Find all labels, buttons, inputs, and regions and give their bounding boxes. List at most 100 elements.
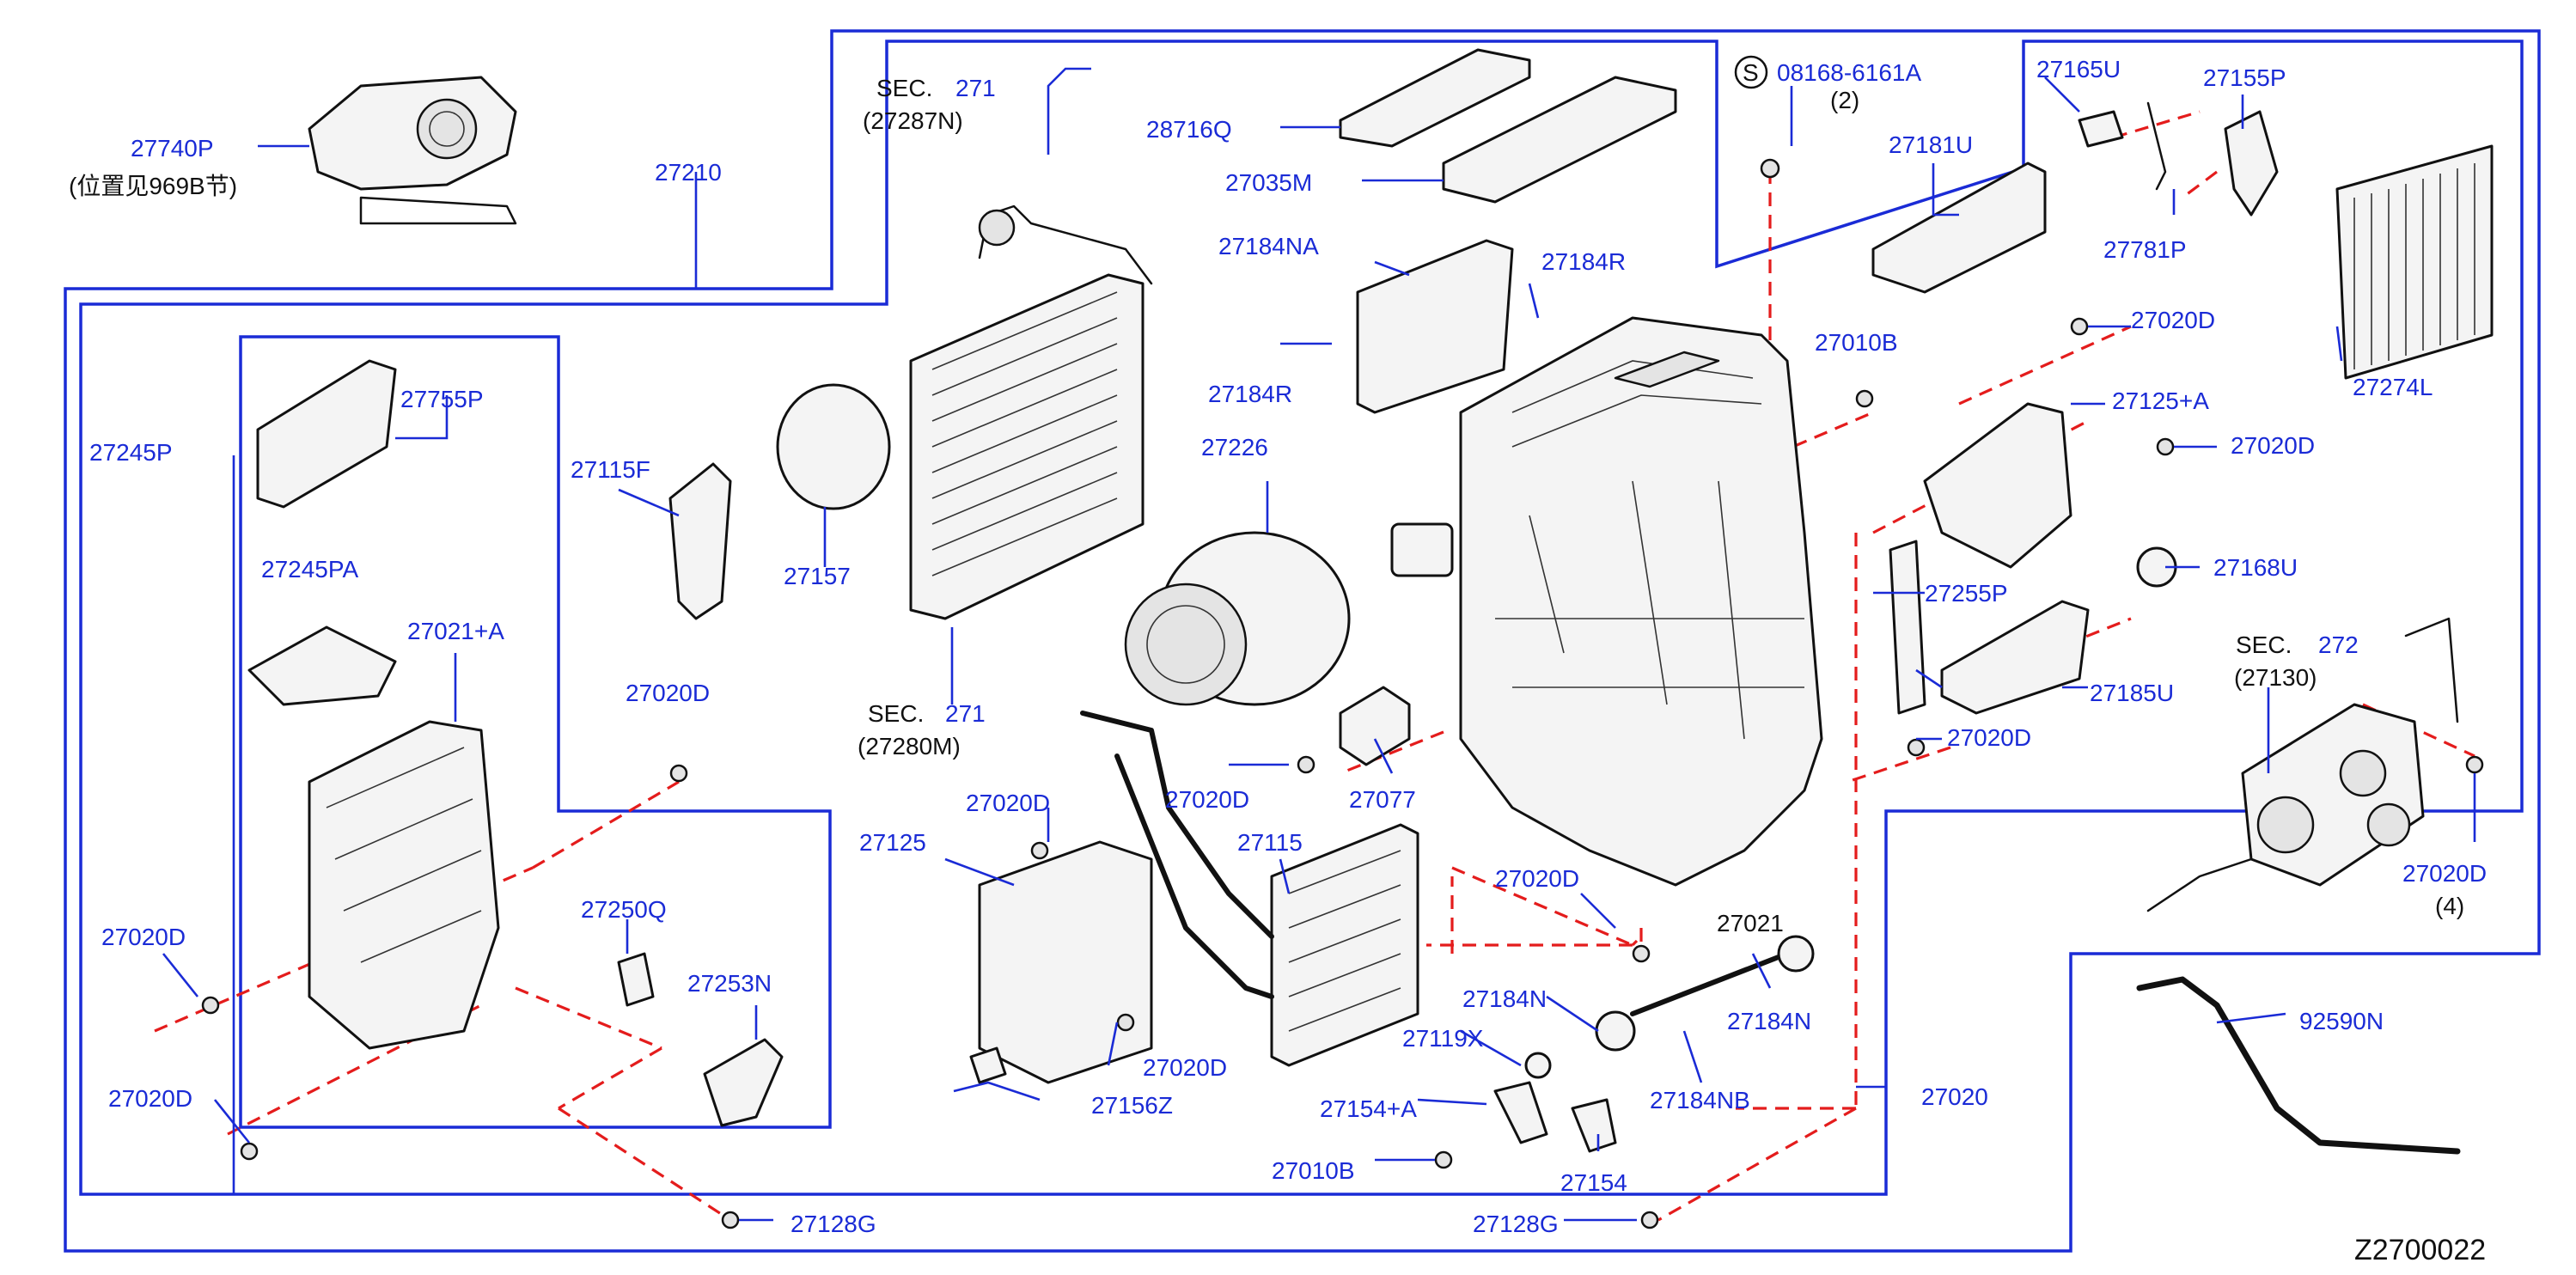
part-27157-art <box>776 383 891 510</box>
label-27154A: 27154+A <box>1320 1095 1417 1122</box>
label-27245P: 27245P <box>89 439 173 466</box>
screw-icons <box>201 158 2484 1229</box>
label-27210: 27210 <box>655 159 722 186</box>
label-27165U: 27165U <box>2036 56 2121 82</box>
label-27020D-l3: 27020D <box>108 1085 192 1112</box>
label-note-969B: (位置见969B节) <box>69 173 237 199</box>
label-sec271-bot-prefix: SEC. <box>868 700 924 727</box>
part-27274L-art <box>2335 144 2494 380</box>
label-27035M: 27035M <box>1225 169 1312 196</box>
part-art <box>201 48 2494 1229</box>
part-27165U-art <box>2078 110 2124 148</box>
label-28716Q: 28716Q <box>1146 116 1232 143</box>
label-27115F: 27115F <box>571 456 650 483</box>
part-27740P-art <box>308 76 517 225</box>
label-27154: 27154 <box>1560 1169 1627 1196</box>
label-27781P: 27781P <box>2103 236 2187 263</box>
label-27021: 27021 <box>1717 910 1784 936</box>
label-sec271-top-ref: (27287N) <box>863 107 963 134</box>
part-27115-pipes-art <box>1080 711 1274 999</box>
frame-27245P <box>239 335 832 1129</box>
leader-lines <box>162 67 2476 1222</box>
part-27155P-art <box>2224 110 2279 217</box>
label-27020D-rr: 27020D <box>2402 860 2487 887</box>
label-27157: 27157 <box>784 563 851 589</box>
label-sec271-bot-ref: (27280M) <box>858 733 961 760</box>
label-sec271-top-num: 271 <box>955 75 996 101</box>
label-27020: 27020 <box>1921 1083 1988 1110</box>
label-27128G-b: 27128G <box>1473 1211 1559 1237</box>
label-92590N: 92590N <box>2299 1008 2384 1034</box>
label-27021A: 27021+A <box>407 618 504 644</box>
label-27020D-c2: 27020D <box>1143 1054 1227 1081</box>
part-27021A-art <box>308 720 500 1050</box>
s-mark-circle <box>1734 55 1768 89</box>
part-labels: 27740P (位置见969B节) 27210 SEC. 271 (27287N… <box>69 55 2487 1266</box>
part-27035M-art <box>1442 76 1677 204</box>
part-heater-case-art <box>1459 316 1823 887</box>
label-27010B-a: 27010B <box>1815 329 1898 356</box>
part-27125A-art <box>1923 402 2072 569</box>
label-27253N: 27253N <box>687 970 772 997</box>
label-27077: 27077 <box>1349 786 1416 813</box>
label-27010B-b: 27010B <box>1272 1157 1355 1184</box>
label-27020D-r2: 27020D <box>2231 432 2315 459</box>
label-qty-2: (2) <box>1830 87 1859 113</box>
label-27184N-a: 27184N <box>1462 985 1547 1012</box>
part-28716Q-art <box>1339 48 1531 148</box>
label-27168U: 27168U <box>2213 554 2298 581</box>
label-27184N-b: 27184N <box>1727 1008 1811 1034</box>
label-27125: 27125 <box>859 829 926 856</box>
frame-27020 <box>79 40 2524 1196</box>
label-27020D-c1: 27020D <box>966 790 1050 816</box>
label-sec271-bot-num: 271 <box>945 700 986 727</box>
assembly-frames <box>64 29 2541 1253</box>
label-27156Z: 27156Z <box>1091 1092 1173 1119</box>
label-27740P: 27740P <box>131 135 214 162</box>
diagram-code: Z2700022 <box>2354 1234 2486 1266</box>
frame-27210-outer <box>64 29 2541 1253</box>
part-27184N-b-art <box>1777 935 1815 973</box>
label-08168-6161A: 08168-6161A <box>1777 59 1921 86</box>
part-92590N-art <box>2136 976 2461 1155</box>
label-27185U: 27185U <box>2090 680 2174 706</box>
label-27128G-a: 27128G <box>791 1211 876 1237</box>
part-27119X-art <box>1524 1052 1552 1079</box>
part-evaporator-art <box>909 204 1153 620</box>
part-27181U-art <box>1871 162 2047 294</box>
part-27125-art <box>978 840 1153 1084</box>
label-27020D-rc: 27020D <box>1495 865 1579 892</box>
label-27115: 27115 <box>1237 829 1303 856</box>
part-27253N-art <box>703 1038 784 1127</box>
part-27154A-art <box>1493 1081 1548 1144</box>
part-27755P-art <box>256 359 397 509</box>
part-27781P-art <box>2146 101 2167 191</box>
label-27119X: 27119X <box>1402 1025 1484 1052</box>
label-27020D-r1: 27020D <box>2131 307 2215 333</box>
label-27255P: 27255P <box>1925 580 2008 607</box>
label-27184R-a: 27184R <box>1541 248 1626 275</box>
label-sec272-ref: (27130) <box>2234 664 2317 691</box>
label-s-mark: S <box>1743 59 1759 86</box>
label-sec272-prefix: SEC. <box>2236 631 2292 658</box>
part-27184NB-art <box>1630 951 1790 1016</box>
part-27185U-art <box>1940 600 2090 715</box>
label-27155P: 27155P <box>2203 64 2286 91</box>
part-27077-art <box>1339 686 1411 766</box>
label-27181U: 27181U <box>1889 131 1973 158</box>
label-27020D-m1: 27020D <box>1165 786 1249 813</box>
label-27184R-b: 27184R <box>1208 381 1292 407</box>
part-27245PA-art <box>247 625 397 706</box>
part-27184NA-art <box>1356 239 1514 414</box>
part-27115-art <box>1270 823 1419 1067</box>
part-27250Q-art <box>617 952 655 1007</box>
label-27274L: 27274L <box>2353 374 2433 400</box>
part-27255P-art <box>1889 540 1926 715</box>
part-27184N-a-art <box>1595 1010 1636 1052</box>
label-27226: 27226 <box>1201 434 1268 461</box>
part-27115F-art <box>668 462 732 620</box>
label-27184NA: 27184NA <box>1218 233 1319 259</box>
label-27250Q: 27250Q <box>581 896 667 923</box>
label-27020D-l1: 27020D <box>626 680 710 706</box>
